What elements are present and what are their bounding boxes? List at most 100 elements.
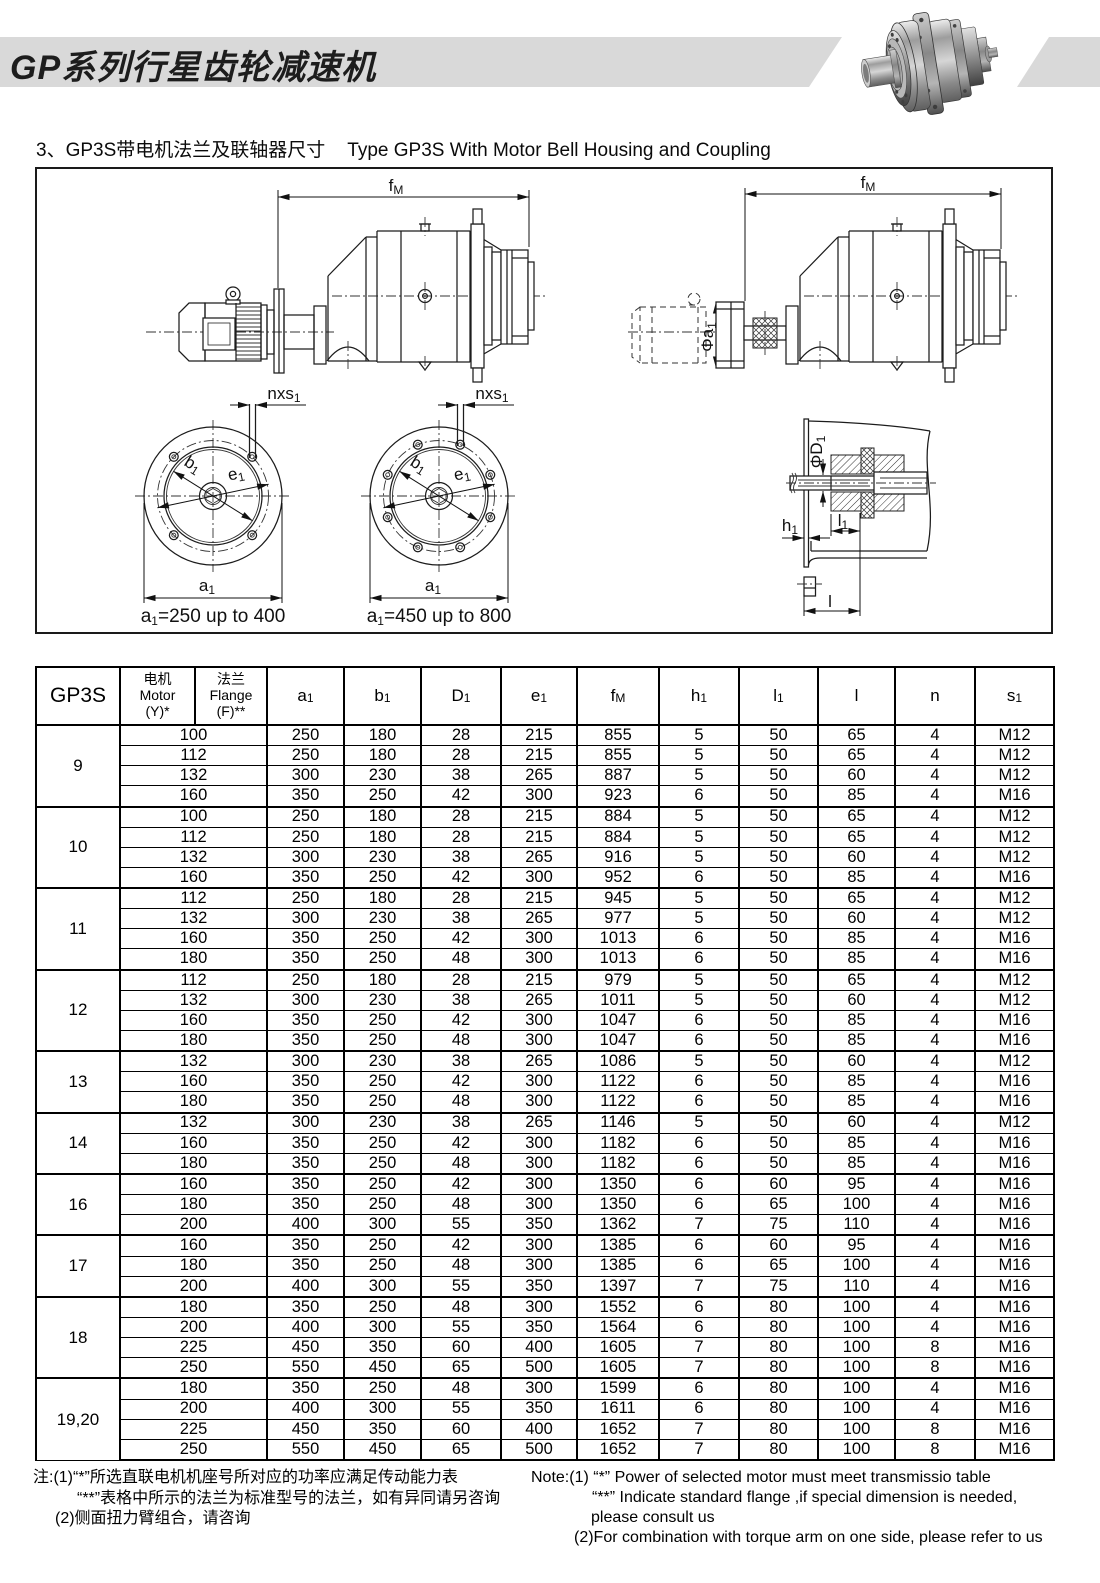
col-label: e: [530, 686, 541, 706]
col-flange-en: Flange: [209, 687, 253, 704]
value-cell: M16: [974, 1295, 1055, 1318]
value-cell: 42: [420, 1172, 502, 1196]
value-cell: 250: [343, 948, 422, 971]
value-cell: 350: [266, 1295, 345, 1318]
value-cell: 80: [738, 1438, 819, 1461]
value-cell: 265: [500, 1050, 578, 1073]
value-cell: 4: [894, 1295, 976, 1318]
value-cell: M16: [974, 1337, 1055, 1359]
motor-fins: [236, 306, 261, 360]
value-cell: 450: [266, 1418, 345, 1440]
value-cell: 85: [817, 1071, 896, 1093]
value-cell: 450: [343, 1438, 422, 1461]
value-cell: 400: [266, 1214, 345, 1236]
value-cell: 500: [500, 1357, 578, 1379]
value-cell: 60: [817, 1050, 896, 1073]
motor-size-cell: 180: [119, 1091, 268, 1114]
value-cell: 4: [894, 1029, 976, 1052]
value-cell: 300: [266, 989, 345, 1011]
value-cell: 60: [817, 846, 896, 868]
value-cell: 50: [738, 1152, 819, 1175]
value-cell: 5: [658, 908, 740, 930]
side-view-left: fM: [146, 176, 530, 374]
value-cell: 48: [420, 1194, 502, 1216]
value-cell: 48: [420, 948, 502, 971]
motor-size-cell: 160: [119, 1071, 268, 1093]
bolt-holes: [382, 439, 496, 553]
value-cell: 300: [266, 908, 345, 930]
motor-size-cell: 160: [119, 928, 268, 950]
value-cell: 300: [500, 1255, 578, 1277]
value-cell: 48: [420, 1255, 502, 1277]
dim-l1: l1: [838, 511, 849, 532]
value-cell: 180: [343, 724, 422, 747]
value-cell: 100: [817, 1255, 896, 1277]
value-cell: M12: [974, 887, 1055, 910]
value-cell: 110: [817, 1214, 896, 1236]
value-cell: 300: [266, 1050, 345, 1073]
value-cell: 400: [500, 1337, 578, 1359]
group-label: 17: [35, 1234, 121, 1298]
value-cell: M16: [974, 1357, 1055, 1379]
value-cell: 230: [343, 1111, 422, 1134]
value-cell: 4: [894, 866, 976, 889]
value-cell: 350: [266, 1152, 345, 1175]
value-cell: M12: [974, 765, 1055, 787]
value-cell: 80: [738, 1316, 819, 1339]
motor-size-cell: 160: [119, 785, 268, 808]
value-cell: 28: [420, 724, 502, 747]
value-cell: 4: [894, 805, 976, 828]
value-cell: 250: [343, 1295, 422, 1318]
value-cell: M12: [974, 908, 1055, 930]
value-cell: 265: [500, 989, 578, 1011]
value-cell: 350: [266, 785, 345, 808]
value-cell: 300: [500, 1071, 578, 1093]
value-cell: M12: [974, 745, 1055, 767]
value-cell: 8: [894, 1418, 976, 1440]
technical-drawing: fM: [135, 173, 1019, 628]
value-cell: 65: [420, 1357, 502, 1379]
value-cell: 500: [500, 1438, 578, 1461]
motor-size-cell: 250: [119, 1438, 268, 1461]
motor-size-cell: 200: [119, 1214, 268, 1236]
value-cell: 4: [894, 724, 976, 747]
value-cell: 350: [343, 1337, 422, 1359]
col-label-subscript: 1: [540, 691, 548, 706]
value-cell: 80: [738, 1357, 819, 1379]
value-cell: 60: [817, 1111, 896, 1134]
value-cell: M16: [974, 1091, 1055, 1114]
col-s1: s1: [974, 666, 1055, 726]
value-cell: 350: [266, 928, 345, 950]
value-cell: 350: [266, 1009, 345, 1031]
value-cell: 50: [738, 1071, 819, 1093]
value-cell: 1350: [576, 1172, 660, 1196]
value-cell: 4: [894, 887, 976, 910]
value-cell: 4: [894, 928, 976, 950]
value-cell: 180: [343, 887, 422, 910]
value-cell: 38: [420, 908, 502, 930]
dim-h1: h1: [782, 516, 798, 537]
value-cell: M16: [974, 1214, 1055, 1236]
motor-size-cell: 200: [119, 1316, 268, 1339]
value-cell: 1605: [576, 1337, 660, 1359]
group-label: 18: [35, 1295, 121, 1379]
bolt-holes: [168, 451, 258, 541]
value-cell: 65: [420, 1438, 502, 1461]
value-cell: 1122: [576, 1091, 660, 1114]
value-cell: 250: [343, 1377, 422, 1400]
value-cell: M16: [974, 1172, 1055, 1196]
value-cell: 6: [658, 866, 740, 889]
motor-size-cell: 160: [119, 1009, 268, 1031]
value-cell: 50: [738, 928, 819, 950]
value-cell: M12: [974, 724, 1055, 747]
value-cell: 60: [738, 1172, 819, 1196]
col-label-subscript: 1: [463, 691, 471, 706]
value-cell: 1611: [576, 1398, 660, 1420]
